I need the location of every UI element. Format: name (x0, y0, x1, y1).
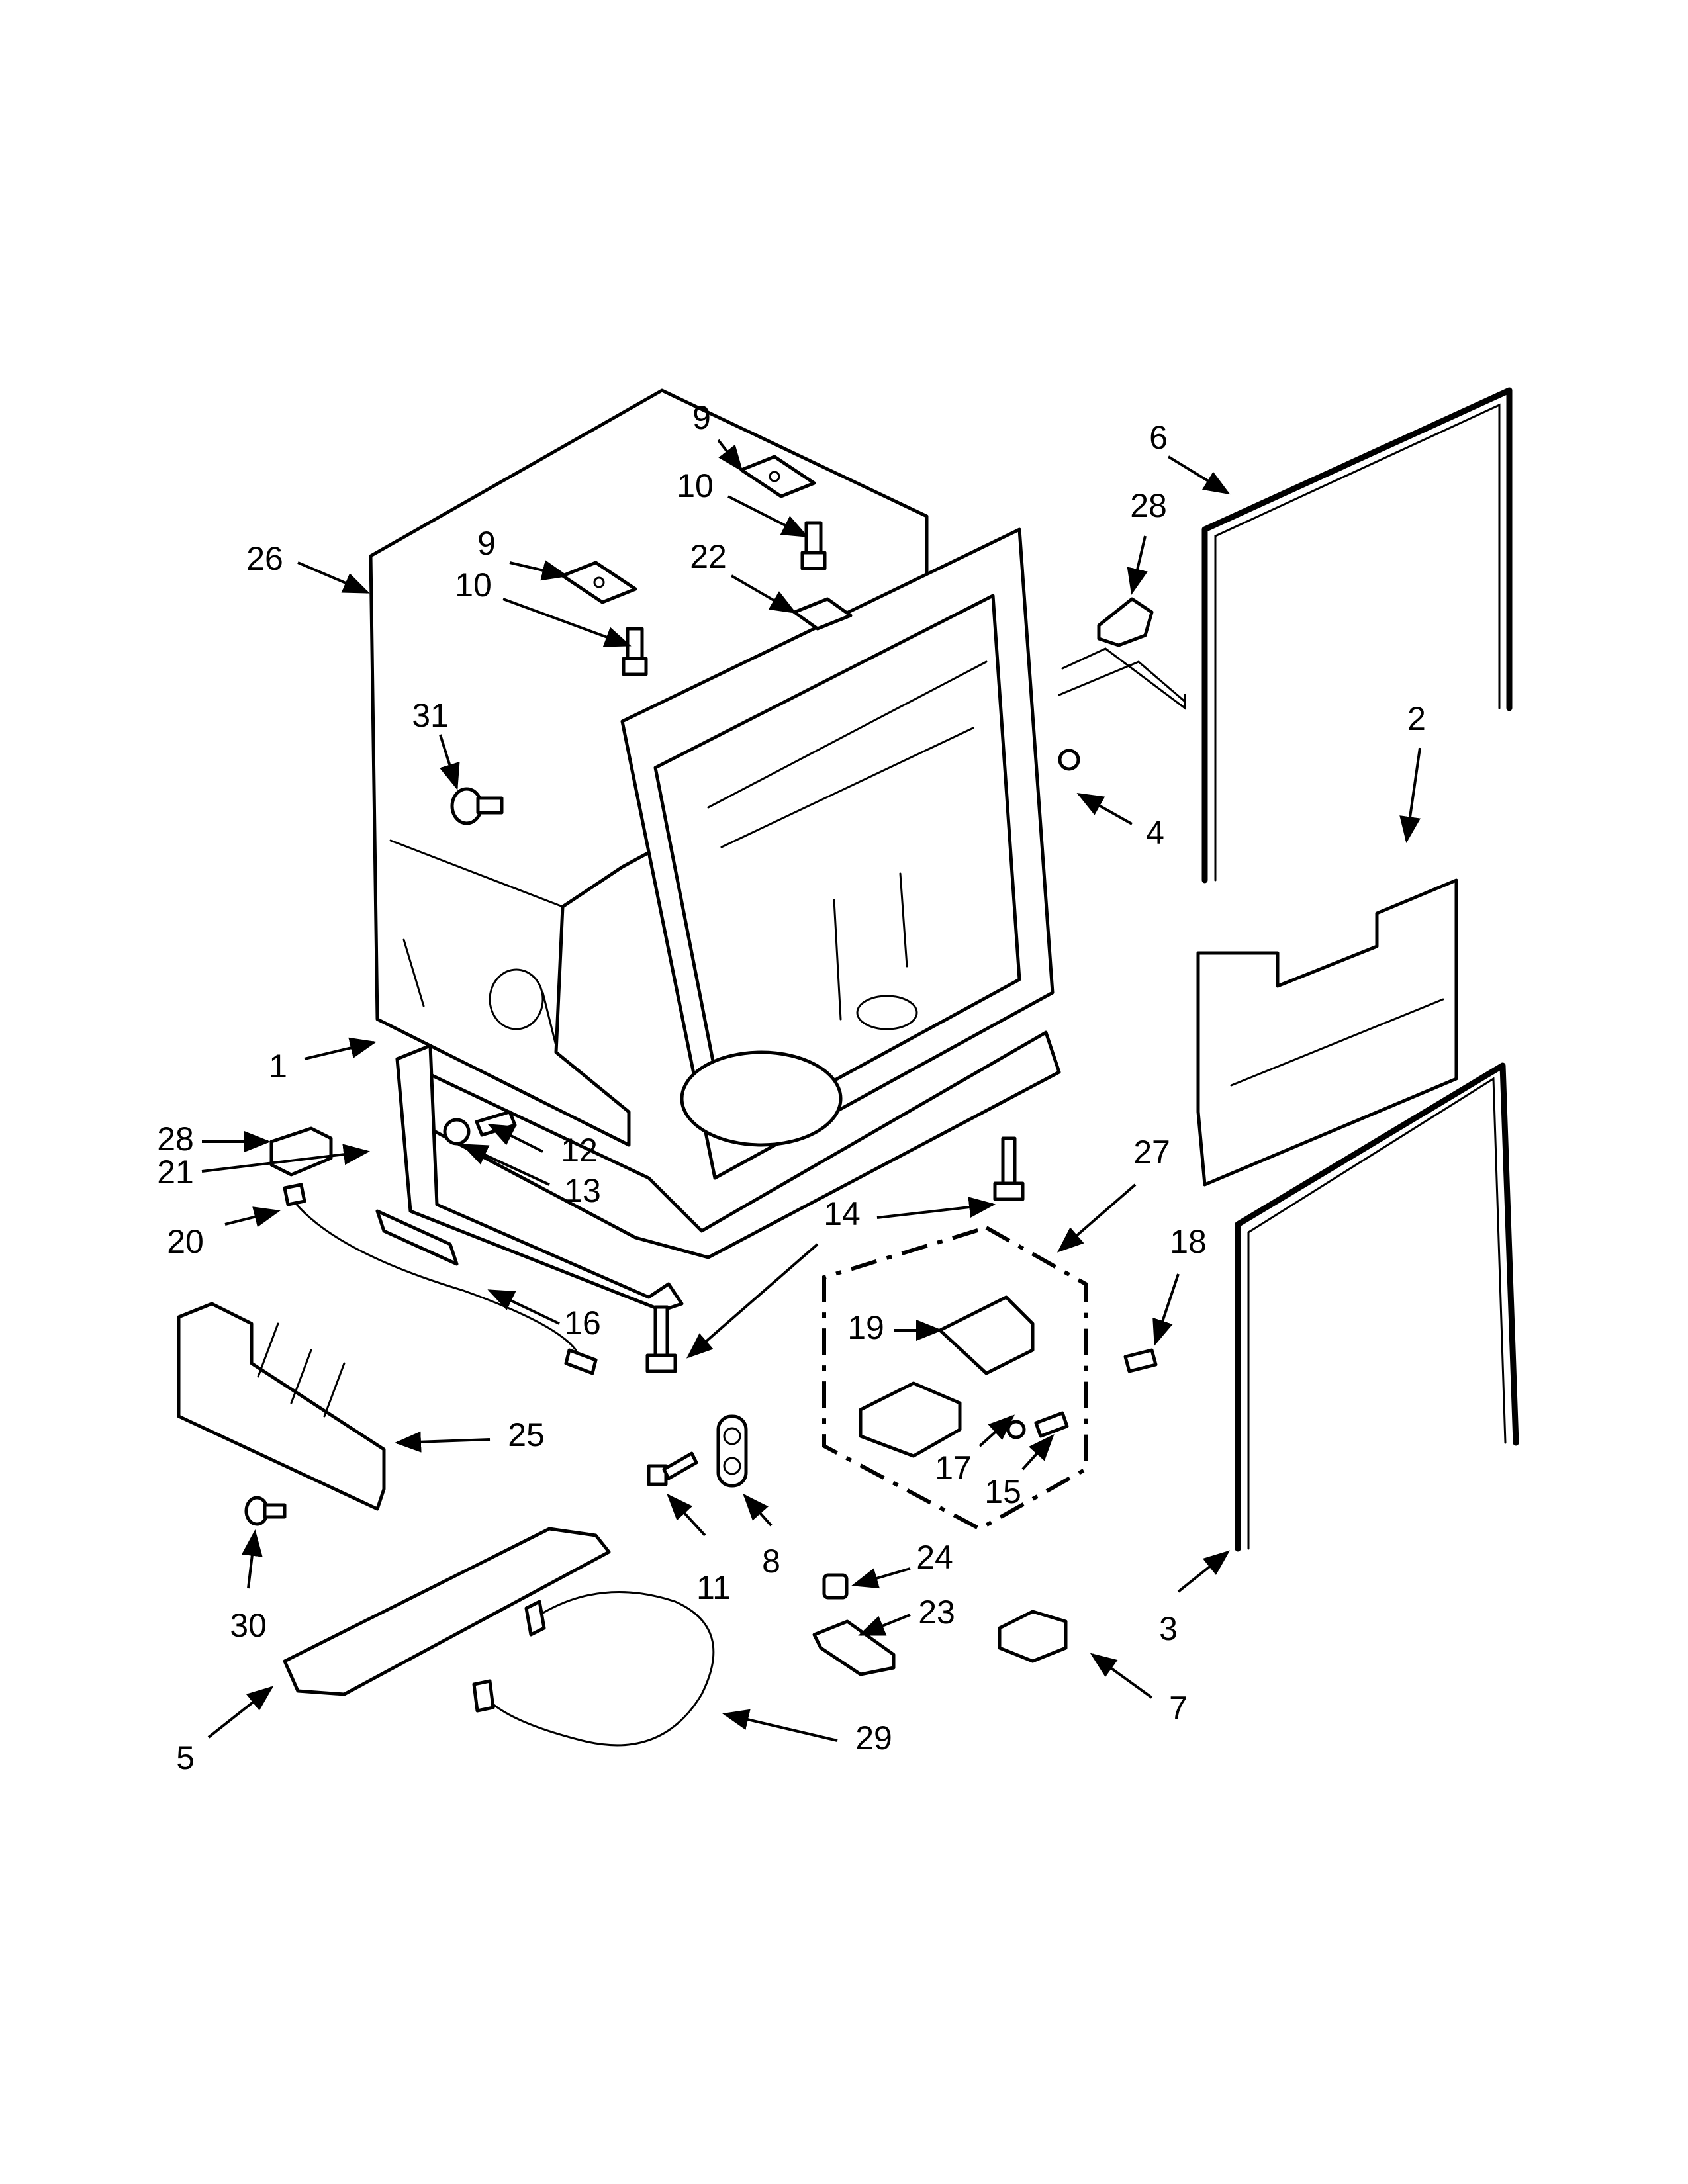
leveling-leg-front (645, 1305, 677, 1373)
callout-4: 4 (1146, 814, 1164, 851)
sensor-bracket (812, 1619, 896, 1676)
terminal-box-group (822, 1225, 1088, 1531)
callout-24: 24 (916, 1539, 953, 1576)
callout-21: 21 (157, 1154, 194, 1191)
toe-panel (177, 1302, 386, 1511)
hinge-bracket-lower (561, 561, 637, 604)
callout-12: 12 (561, 1132, 598, 1169)
tub-sump (680, 1050, 843, 1147)
mounting-screw (647, 1451, 698, 1486)
callout-16: 16 (564, 1304, 601, 1342)
tub-assembly (369, 388, 1061, 1259)
wire-harness (482, 1590, 715, 1747)
callout-22: 22 (690, 538, 727, 575)
top-clip (792, 597, 853, 631)
callout-28-upper: 28 (1130, 487, 1167, 524)
callout-26: 26 (246, 540, 283, 577)
callout-10-upper: 10 (677, 467, 714, 504)
callout-11: 11 (696, 1569, 731, 1606)
callout-23: 23 (918, 1594, 955, 1631)
leader-lines (201, 439, 1421, 1742)
toe-panel-screw (244, 1496, 287, 1526)
spring-cable (290, 1197, 577, 1351)
tub-opening (653, 594, 1021, 1140)
callout-17: 17 (935, 1449, 972, 1486)
tub-gasket-lower (1235, 1062, 1519, 1552)
hinge-screw-lower (622, 627, 648, 676)
terminal-screw-15 (1034, 1411, 1069, 1438)
terminal-box (859, 1381, 962, 1458)
door-strike-lower (269, 1126, 333, 1177)
callout-31: 31 (412, 697, 449, 734)
callout-2: 2 (1407, 700, 1426, 737)
callout-13: 13 (564, 1172, 601, 1209)
sensor-cap (822, 1573, 849, 1600)
door-strike-upper (1097, 597, 1154, 647)
callout-9-lower: 9 (477, 525, 496, 562)
callout-1: 1 (269, 1048, 287, 1085)
leveling-leg-rear (993, 1136, 1025, 1201)
base-plate (283, 1527, 611, 1696)
callout-30: 30 (230, 1607, 267, 1644)
callout-10-lower: 10 (455, 567, 492, 604)
hinge-bracket-upper (739, 455, 816, 498)
callout-6: 6 (1149, 419, 1168, 456)
callout-25: 25 (508, 1416, 545, 1453)
callout-9-upper: 9 (692, 399, 711, 436)
callout-3: 3 (1159, 1610, 1178, 1647)
callout-18: 18 (1170, 1223, 1207, 1260)
callout-29: 29 (855, 1719, 892, 1756)
terminal-screw-18 (1123, 1348, 1158, 1373)
door-switch-connector (998, 1610, 1068, 1663)
callout-8: 8 (762, 1543, 780, 1580)
callout-15: 15 (984, 1473, 1021, 1510)
cord-clamp-ring (443, 1118, 471, 1146)
door-spring (375, 1209, 459, 1266)
drain-hose-bracket (716, 1414, 748, 1488)
ground-washer (1006, 1420, 1026, 1439)
callout-7: 7 (1169, 1690, 1188, 1727)
hinge-screw-upper (800, 521, 827, 570)
callout-5: 5 (176, 1739, 195, 1776)
leg-bracket (395, 1044, 684, 1312)
callout-28-lower: 28 (157, 1120, 194, 1158)
callout-labels: 26 9 10 9 10 22 31 6 28 4 2 1 28 21 12 1… (157, 399, 1426, 1776)
push-pin-plug (450, 787, 504, 825)
grommet (1058, 749, 1080, 771)
callout-14: 14 (823, 1195, 861, 1232)
insulation-panel (1196, 878, 1458, 1187)
callout-27: 27 (1133, 1134, 1170, 1171)
callout-20: 20 (167, 1223, 204, 1260)
callout-19: 19 (847, 1309, 884, 1346)
terminal-box-cover (938, 1295, 1035, 1375)
door-gasket-upper (1201, 387, 1513, 884)
